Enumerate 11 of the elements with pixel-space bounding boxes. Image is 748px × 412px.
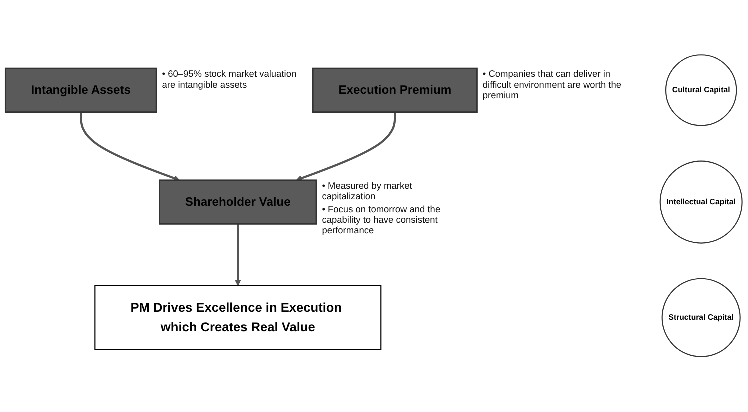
arrow	[296, 112, 396, 182]
node-box: Shareholder Value	[159, 180, 318, 225]
note-text: • Measured by market capitalization	[322, 180, 414, 202]
note-text: • 60–95% stock market valuation are intangible assets	[162, 68, 298, 90]
note-text: • Focus on tomorrow and the capability to have consistent performance	[322, 204, 442, 236]
node-box: Execution Premium	[312, 68, 478, 114]
arrow	[235, 224, 242, 286]
note-text: • Companies that can deliver in difficult environment are worth the premium	[482, 68, 623, 101]
node-box: PM Drives Excellence in Execution which Creates Real Value	[94, 285, 382, 350]
node-box: Intangible Assets	[4, 68, 158, 114]
arrow	[80, 112, 180, 182]
